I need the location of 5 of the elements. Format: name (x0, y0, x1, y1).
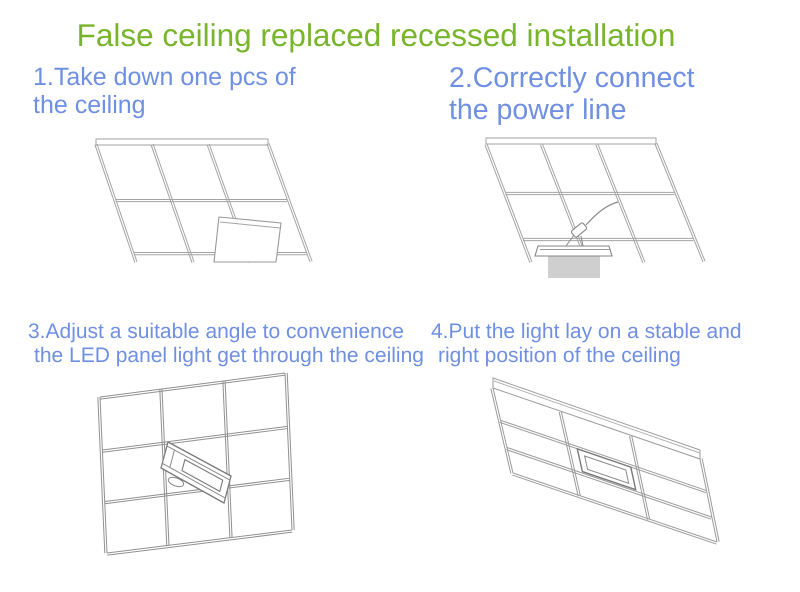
step-instruction: 3.Adjust a suitable angle to convenience the LED panel light get through the ceiling (28, 320, 425, 368)
step-instruction: 1.Take down one pcs of the ceiling (33, 63, 297, 119)
diagram-title: False ceiling replaced recessed installation (76, 16, 676, 54)
step-instruction: 2.Correctly connect the power line (449, 62, 696, 126)
step-instruction: 4.Put the light lay on a stable and right position of the ceiling (431, 320, 743, 368)
